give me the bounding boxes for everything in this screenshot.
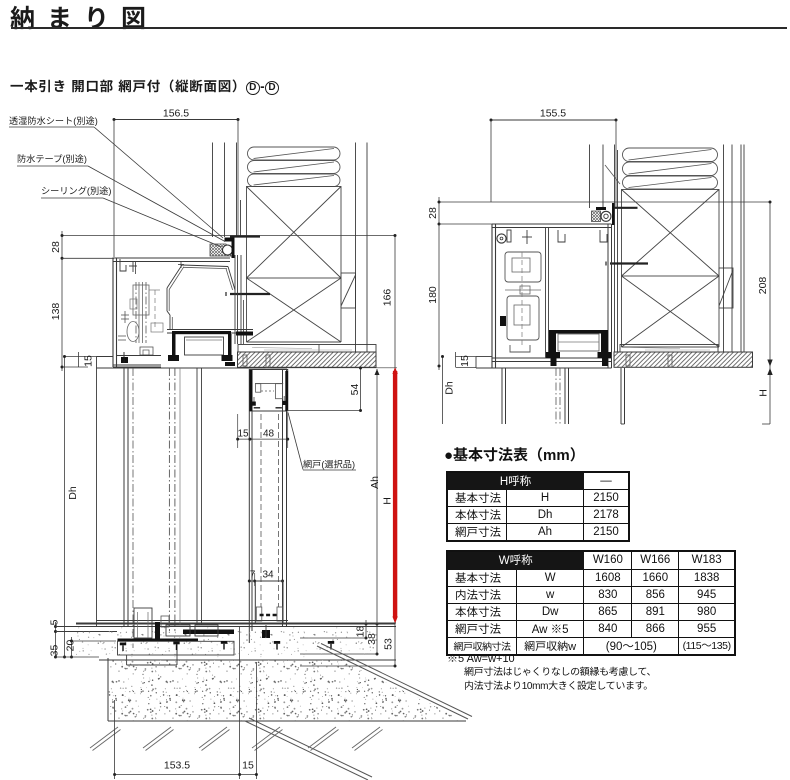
svg-text:156.5: 156.5 <box>163 108 189 120</box>
svg-text:防水テープ(別途): 防水テープ(別途) <box>17 154 87 164</box>
svg-text:208: 208 <box>757 277 769 295</box>
svg-text:35: 35 <box>49 645 61 657</box>
svg-text:シーリング(別途): シーリング(別途) <box>41 186 111 196</box>
svg-text:7: 7 <box>250 570 256 581</box>
svg-text:15: 15 <box>459 355 471 367</box>
svg-text:155.5: 155.5 <box>540 108 566 120</box>
svg-text:透湿防水シート(別途): 透湿防水シート(別途) <box>9 116 98 126</box>
svg-text:Dh: Dh <box>444 381 456 395</box>
svg-text:28: 28 <box>427 207 439 219</box>
svg-text:180: 180 <box>427 286 439 304</box>
svg-text:48: 48 <box>263 429 275 440</box>
svg-text:20: 20 <box>65 640 77 652</box>
svg-text:53: 53 <box>383 638 395 650</box>
svg-text:Ah: Ah <box>369 476 381 489</box>
svg-text:153.5: 153.5 <box>164 760 190 772</box>
svg-text:54: 54 <box>349 384 361 396</box>
svg-text:166: 166 <box>382 289 394 307</box>
svg-text:Dh: Dh <box>67 486 79 500</box>
svg-text:138: 138 <box>50 303 62 321</box>
svg-text:15: 15 <box>237 429 249 440</box>
svg-text:15: 15 <box>242 760 254 772</box>
svg-text:5: 5 <box>49 619 61 625</box>
svg-text:28: 28 <box>50 241 62 253</box>
svg-text:34: 34 <box>262 570 274 581</box>
svg-text:H: H <box>758 389 770 397</box>
svg-text:15: 15 <box>83 355 95 367</box>
svg-text:H: H <box>382 497 394 505</box>
svg-text:網戸(選択品): 網戸(選択品) <box>303 460 355 470</box>
